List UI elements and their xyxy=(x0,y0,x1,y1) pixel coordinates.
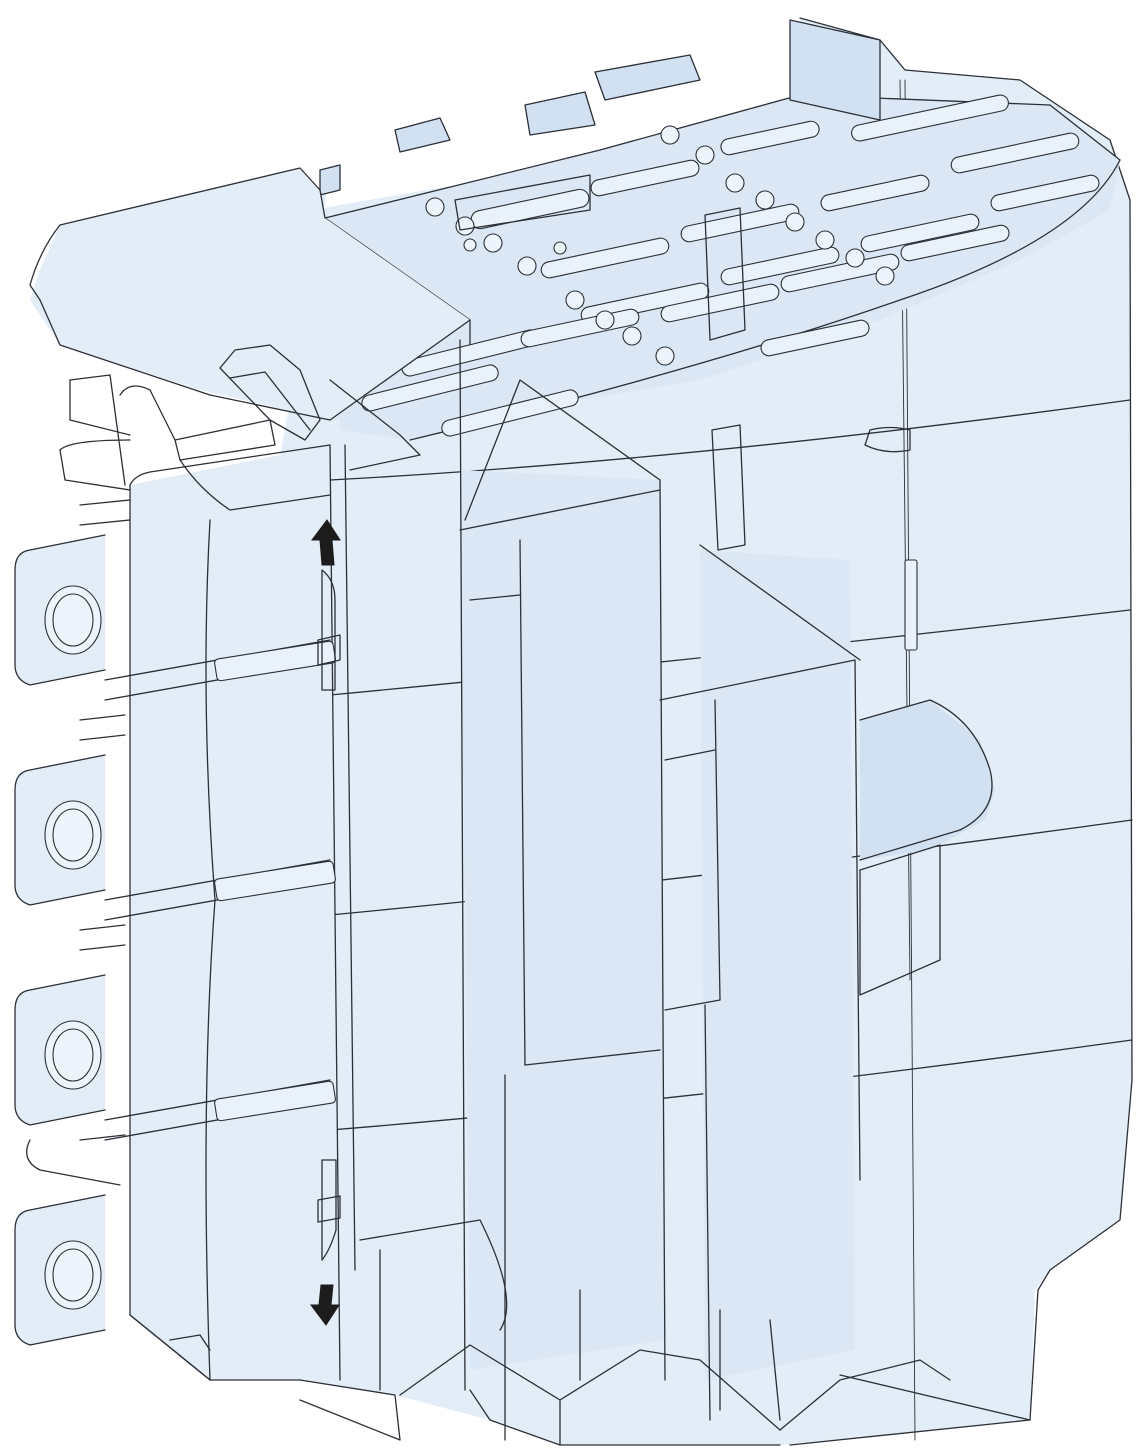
arrow-down-icon xyxy=(310,1284,340,1326)
top-vent-grille xyxy=(324,94,1121,441)
bottom-stepped-blocks xyxy=(169,1219,951,1446)
mounting-ear-2 xyxy=(14,754,106,906)
lower-release-tab[interactable] xyxy=(317,1159,341,1261)
mounting-ear-1 xyxy=(14,534,106,686)
right-side-latch xyxy=(859,426,995,996)
mounting-ears xyxy=(14,534,106,1346)
center-vertical-panels xyxy=(459,339,861,1441)
left-ribbed-edge xyxy=(26,374,131,1186)
arrow-up-icon xyxy=(311,519,341,566)
left-front-column xyxy=(104,444,356,1381)
vent-holes xyxy=(425,125,895,366)
vent-slots xyxy=(361,94,1100,437)
mounting-ear-4 xyxy=(14,1194,106,1346)
upper-release-tab[interactable] xyxy=(317,569,341,691)
left-top-flange xyxy=(29,167,471,421)
top-connector-blocks xyxy=(319,19,881,341)
top-latch-clip xyxy=(119,344,421,511)
outer-outline xyxy=(129,1314,1031,1446)
mounting-ear-3 xyxy=(14,974,106,1126)
